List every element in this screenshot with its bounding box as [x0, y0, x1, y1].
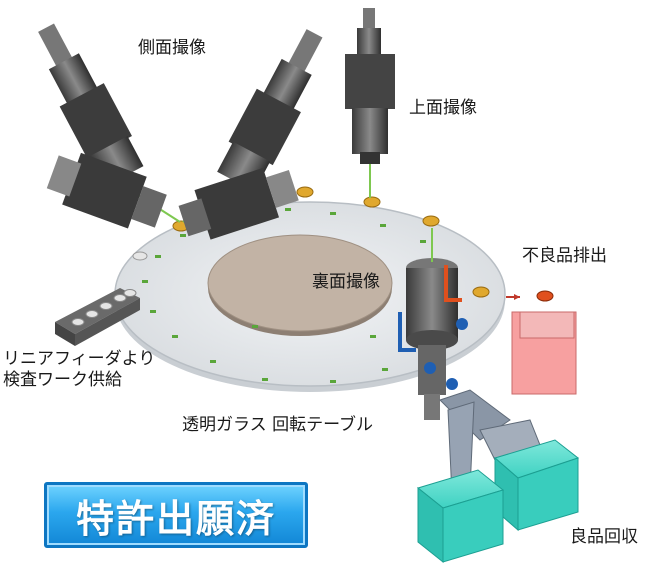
reject-discharge-label: 不良品排出 — [522, 246, 607, 266]
side-camera-left-icon — [38, 23, 181, 229]
feeder-label-line2: 検査ワーク供給 — [3, 370, 122, 391]
patent-pending-text: 特許出願済 — [75, 496, 276, 541]
feeder-label: リニアフィーダより 検査ワーク供給 — [3, 349, 155, 392]
linear-feeder-icon — [55, 288, 140, 346]
good-collection-label: 良品回収 — [570, 527, 638, 547]
side-imaging-label: 側面撮像 — [138, 38, 206, 58]
back-camera-icon — [398, 228, 468, 420]
reject-bin-icon — [506, 290, 577, 395]
patent-pending-badge: 特許出願済 — [44, 482, 308, 548]
feeder-label-line1: リニアフィーダより — [3, 349, 156, 369]
glass-table-label: 透明ガラス 回転テーブル — [182, 415, 374, 435]
side-camera-right-icon — [178, 29, 323, 240]
good-bin-icon — [416, 439, 580, 564]
top-camera-icon — [345, 8, 395, 198]
top-imaging-label: 上面撮像 — [409, 98, 477, 118]
back-imaging-label: 裏面撮像 — [312, 272, 380, 292]
